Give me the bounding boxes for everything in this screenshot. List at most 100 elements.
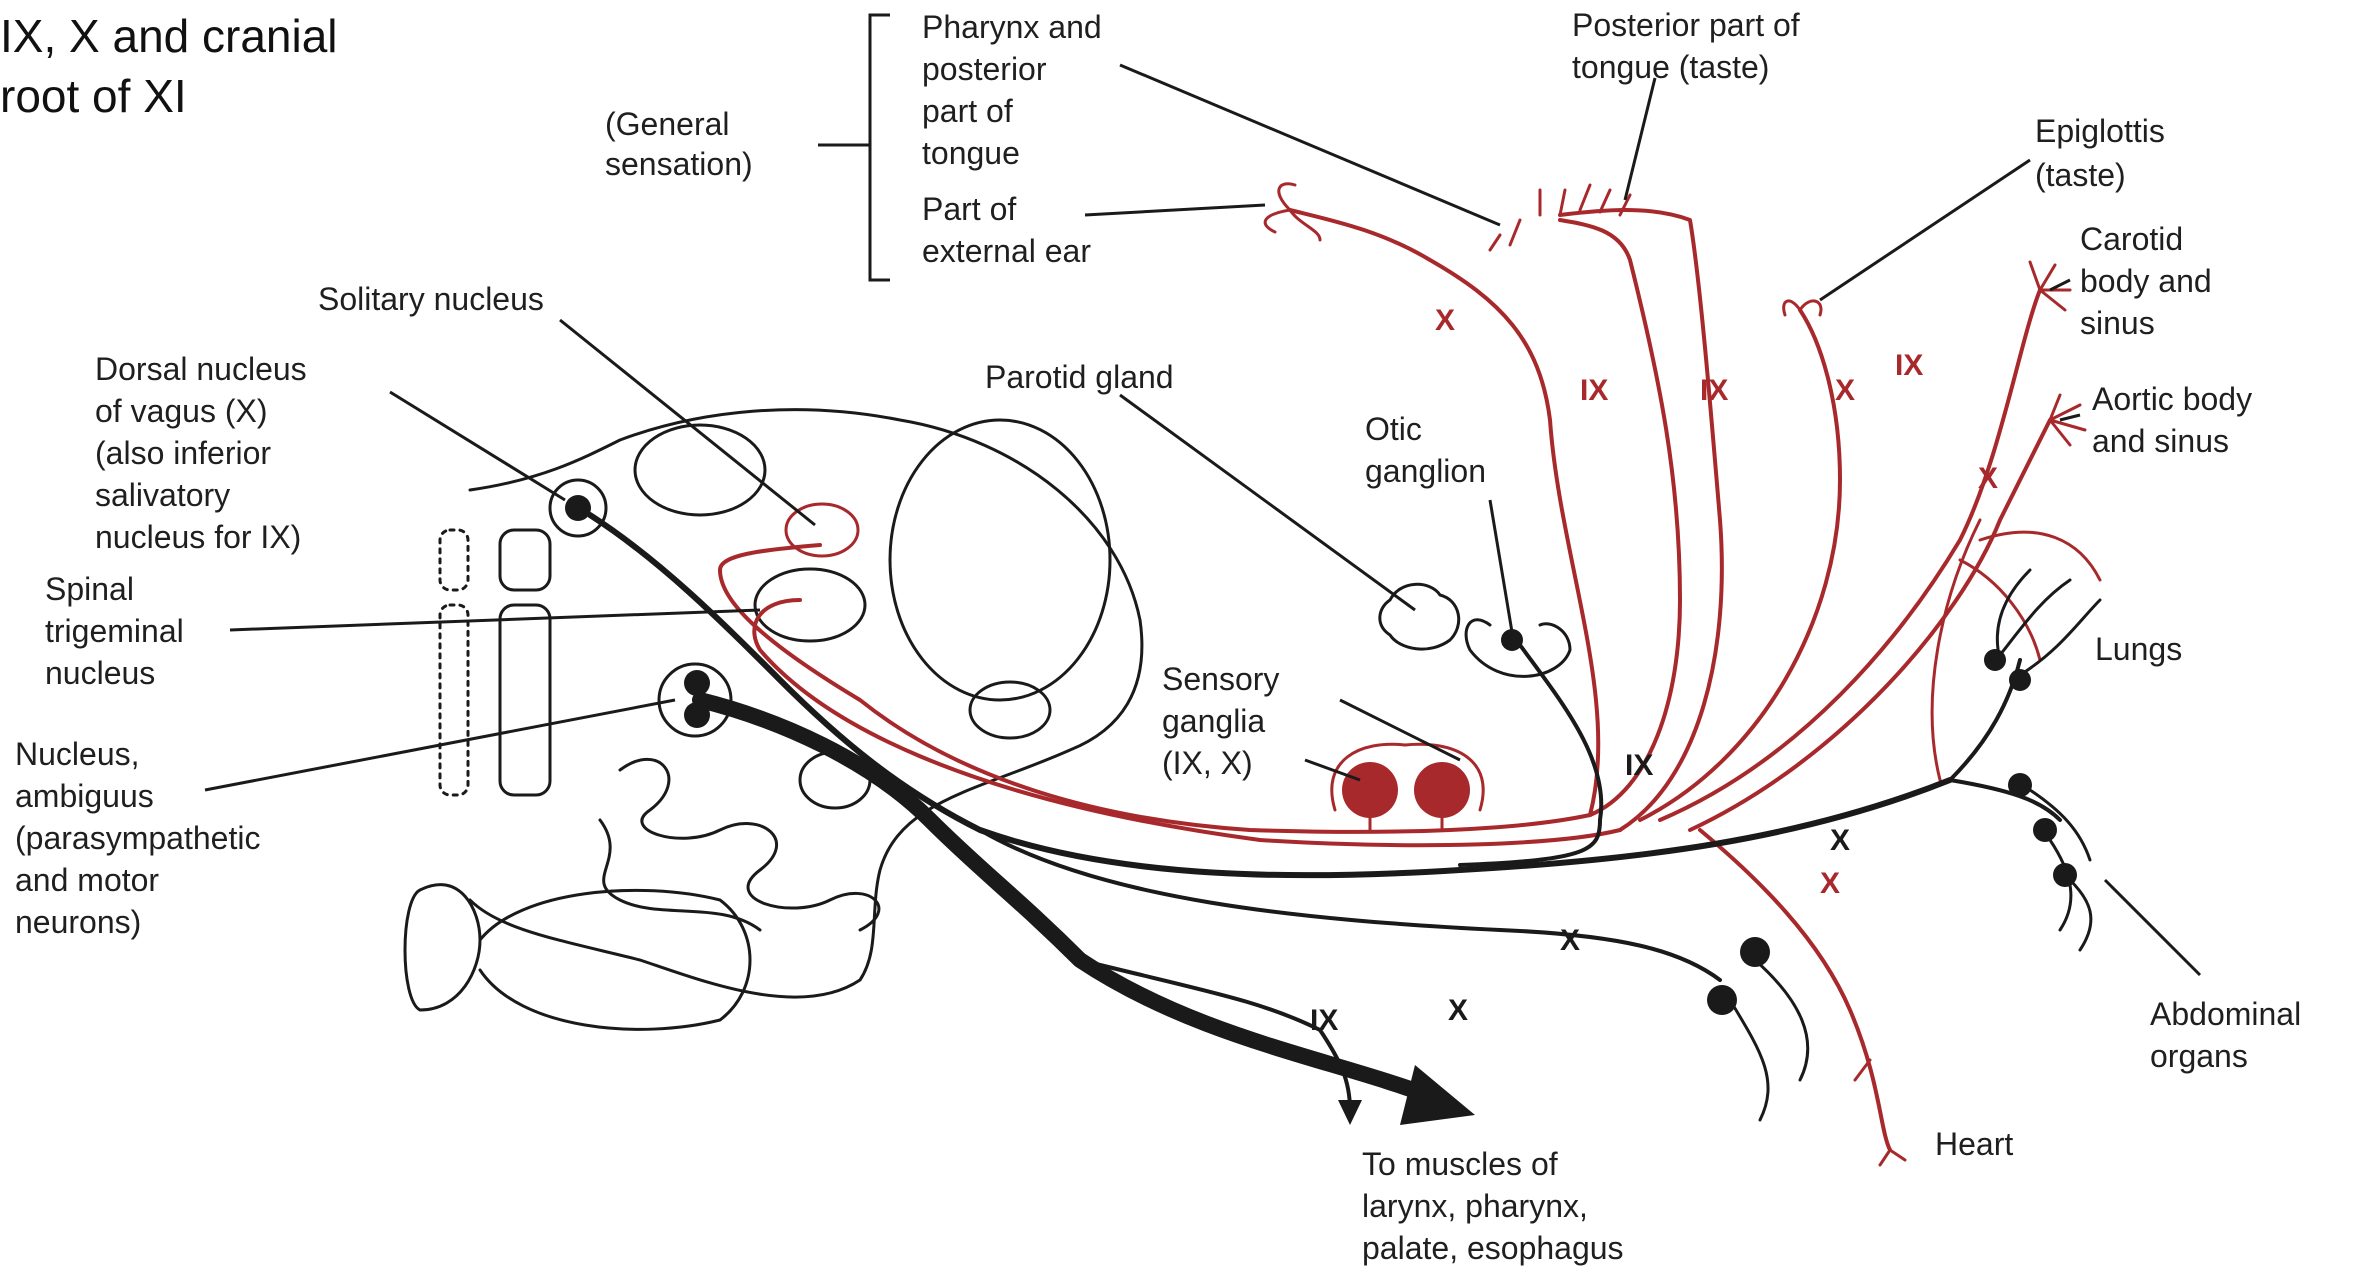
label-x-muscles: X	[1448, 994, 1468, 1027]
motor-ix-arrowhead	[1338, 1100, 1362, 1125]
title-line-2: root of XI	[0, 70, 187, 122]
label-heart: Heart	[1935, 1126, 2013, 1162]
label-nucleus-ambiguus: Nucleus, ambiguus (parasympathetic and m…	[15, 736, 260, 940]
label-x-epiglottis: X	[1835, 374, 1855, 407]
aortic-twigs	[2050, 395, 2085, 445]
sensory-ganglion-2	[1414, 762, 1470, 818]
label-ix-otic: IX	[1625, 749, 1653, 782]
trigeminal-line-2: trigeminal	[45, 613, 184, 649]
ambiguus-cell-1	[684, 670, 710, 696]
leader-dorsal	[390, 392, 565, 500]
abdominal-ganglion-1	[2008, 773, 2032, 797]
sensory-ganglion-1	[1342, 762, 1398, 818]
ambiguus-line-1: Nucleus,	[15, 736, 140, 772]
nerve-x-epiglottis	[1640, 310, 1840, 820]
epiglottis-line-1: Epiglottis	[2035, 113, 2165, 149]
heart-ganglion-2	[1707, 985, 1737, 1015]
external-ear-line-2: external ear	[922, 233, 1091, 269]
motor-pathways	[590, 515, 2100, 1125]
label-muscles: To muscles of larynx, pharynx, palate, e…	[1362, 1146, 1624, 1266]
muscles-line-2: larynx, pharynx,	[1362, 1188, 1588, 1224]
motor-arrowhead	[1400, 1065, 1475, 1125]
heart-postganglionic	[1730, 960, 1808, 1120]
label-solitary-nucleus: Solitary nucleus	[318, 281, 544, 317]
general-sensation-line-1: (General	[605, 106, 730, 142]
label-otic-ganglion: Otic ganglion	[1365, 411, 1486, 489]
tongue-twigs	[1490, 185, 1630, 250]
label-lungs: Lungs	[2095, 631, 2182, 667]
label-ix-1: IX	[1580, 374, 1608, 407]
general-sensation-line-2: sensation)	[605, 146, 753, 182]
leader-epiglottis	[1820, 160, 2030, 300]
leader-posterior-tongue	[1625, 78, 1655, 200]
lower-right-oval	[970, 682, 1050, 738]
trigeminal-line-3: nucleus	[45, 655, 155, 691]
dorsal-line-2: of vagus (X)	[95, 393, 268, 429]
label-x-aortic: X	[1978, 462, 1998, 495]
label-x-red-lower: X	[1820, 867, 1840, 900]
nerve-x-lungs-red	[1932, 520, 2100, 780]
dorsal-line-1: Dorsal nucleus	[95, 351, 307, 387]
sensory-line-3: (IX, X)	[1162, 745, 1253, 781]
label-external-ear: Part of external ear	[922, 191, 1091, 269]
label-carotid: Carotid body and sinus	[2080, 221, 2212, 341]
heart-ganglion-1	[1740, 937, 1770, 967]
label-x-lower: X	[1830, 824, 1850, 857]
abdominal-line-1: Abdominal	[2150, 996, 2301, 1032]
pharynx-line-1: Pharynx and	[922, 9, 1102, 45]
posterior-tongue-line-2: tongue (taste)	[1572, 49, 1769, 85]
dotted-column-4	[500, 605, 550, 795]
label-dorsal-nucleus: Dorsal nucleus of vagus (X) (also inferi…	[95, 351, 307, 555]
leader-aortic	[2060, 415, 2080, 420]
carotid-line-1: Carotid	[2080, 221, 2183, 257]
dorsal-line-3: (also inferior	[95, 435, 271, 471]
epiglottis-line-2: (taste)	[2035, 157, 2126, 193]
ear-twigs	[1265, 184, 1320, 240]
olivary-nucleus	[600, 759, 879, 930]
leader-solitary	[560, 320, 815, 525]
ambiguus-line-4: and motor	[15, 862, 159, 898]
otic-line-1: Otic	[1365, 411, 1422, 447]
trigeminal-line-1: Spinal	[45, 571, 134, 607]
carotid-line-3: sinus	[2080, 305, 2155, 341]
olive-oval	[890, 420, 1110, 700]
dorsal-nucleus-cell	[565, 495, 591, 521]
sensory-pathways	[720, 184, 2100, 1165]
ambiguus-line-2: ambiguus	[15, 778, 154, 814]
leader-otic	[1490, 500, 1512, 632]
aortic-line-1: Aortic body	[2092, 381, 2252, 417]
pharynx-line-4: tongue	[922, 135, 1020, 171]
leader-abdominal	[2105, 880, 2200, 975]
otic-line-2: ganglion	[1365, 453, 1486, 489]
label-ix-carotid: IX	[1895, 349, 1923, 382]
carotid-line-2: body and	[2080, 263, 2212, 299]
muscles-line-1: To muscles of	[1362, 1146, 1558, 1182]
ambiguus-line-3: (parasympathetic	[15, 820, 260, 856]
label-posterior-tongue: Posterior part of tongue (taste)	[1572, 7, 1800, 85]
ambiguus-line-5: neurons)	[15, 904, 141, 940]
label-general-sensation: (General sensation)	[605, 106, 753, 182]
dorsal-line-5: nucleus for IX)	[95, 519, 301, 555]
label-pharynx-tongue: Pharynx and posterior part of tongue	[922, 9, 1102, 171]
leader-external-ear	[1085, 205, 1265, 215]
label-aortic: Aortic body and sinus	[2092, 381, 2252, 459]
dotted-column-2	[500, 530, 550, 590]
pyramid	[405, 885, 750, 1030]
muscles-line-3: palate, esophagus	[1362, 1230, 1624, 1266]
leader-bracket	[870, 15, 890, 280]
lung-postganglionic	[1997, 570, 2100, 675]
label-ix-2: IX	[1700, 374, 1728, 407]
sensory-line-1: Sensory	[1162, 661, 1279, 697]
leader-pharynx	[1120, 65, 1500, 225]
label-spinal-trigeminal: Spinal trigeminal nucleus	[45, 571, 184, 691]
sensory-line-2: ganglia	[1162, 703, 1265, 739]
title-line-1: IX, X and cranial	[0, 10, 338, 62]
dorsal-line-4: salivatory	[95, 477, 230, 513]
label-x-ear: X	[1435, 304, 1455, 337]
label-ix-muscles: IX	[1310, 1004, 1338, 1037]
label-abdominal: Abdominal organs	[2150, 996, 2301, 1074]
leader-trigeminal	[230, 610, 760, 630]
dotted-column-1	[440, 530, 468, 590]
aortic-line-2: and sinus	[2092, 423, 2229, 459]
